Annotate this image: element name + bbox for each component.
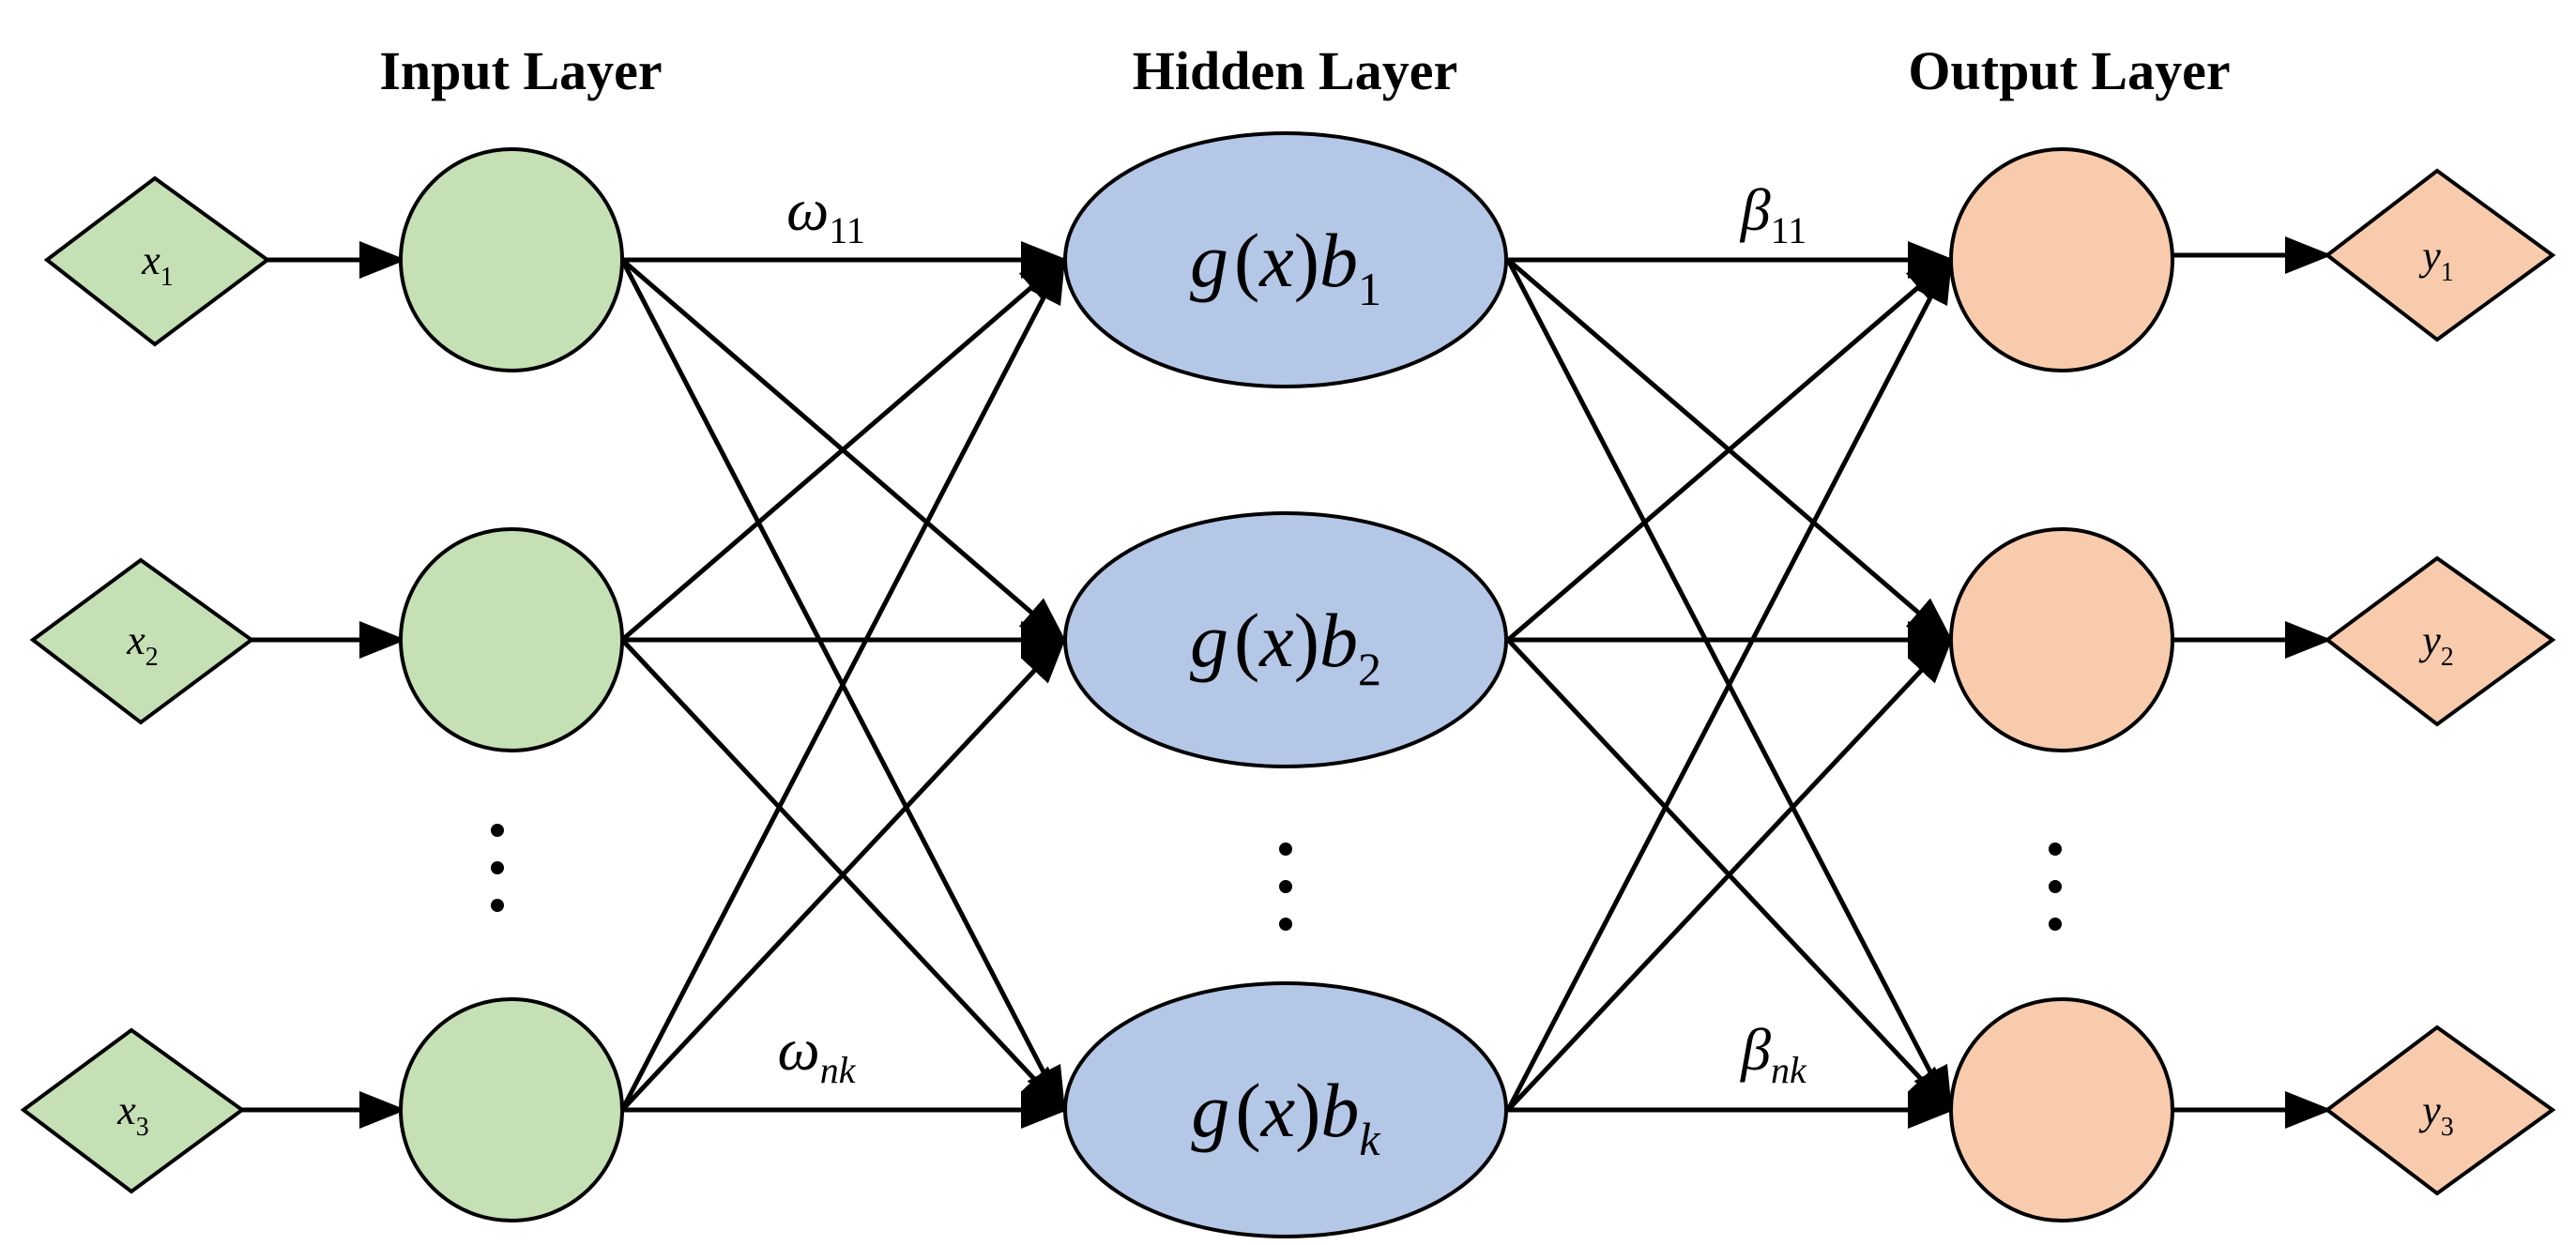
input-neuron-1	[399, 147, 624, 372]
edge-h3-o1	[1505, 255, 1953, 1112]
input-neuron-3	[399, 997, 624, 1222]
input-label-sub: 2	[145, 643, 159, 672]
input-ellipsis-dots	[491, 824, 504, 912]
input-label-base: x	[116, 1087, 136, 1133]
output-label-base: y	[2418, 233, 2441, 279]
input-neuron-2	[399, 527, 624, 752]
weight-symbol: β	[1739, 1016, 1771, 1083]
hidden-func: g	[1190, 218, 1228, 303]
hidden-bias-sub: 1	[1358, 263, 1381, 315]
input-diamond-2: x2	[29, 557, 255, 725]
output-diamond-shape	[2324, 555, 2556, 727]
input-label-base: x	[126, 617, 145, 663]
output-label-sub: 3	[2441, 1113, 2454, 1142]
connection-edges	[242, 236, 2332, 1129]
input-label-sub: 3	[136, 1113, 149, 1142]
output-neuron-2	[1949, 527, 2174, 752]
edge-i2-h1	[620, 256, 1067, 642]
output-neuron-1	[1949, 147, 2174, 372]
svg-text:g(x)b2: g(x)b2	[1190, 598, 1381, 695]
hidden-close-paren: )	[1294, 218, 1319, 303]
edge-i3-h1	[619, 255, 1066, 1112]
svg-text:g(x)bk: g(x)bk	[1191, 1068, 1380, 1165]
weight-label-omega-11: ω11	[786, 176, 865, 251]
output-diamond-3: y3	[2324, 1025, 2556, 1196]
hidden-func: g	[1191, 1068, 1229, 1153]
svg-text:y3: y3	[2418, 1087, 2454, 1142]
hidden-bias: b	[1320, 1068, 1359, 1153]
svg-text:y1: y1	[2418, 233, 2454, 287]
hidden-ellipsis-dots	[1279, 843, 1292, 931]
weight-subscript: 11	[829, 209, 865, 251]
weight-symbol: ω	[786, 176, 829, 243]
hidden-neuron-3: g(x)bk	[1063, 981, 1508, 1238]
weight-label-beta-nk: βnk	[1739, 1016, 1807, 1091]
hidden-arg: x	[1260, 1068, 1295, 1153]
output-layer-title: Output Layer	[1908, 40, 2230, 101]
output-label-sub: 1	[2441, 258, 2454, 287]
output-ellipsis-dots	[2049, 843, 2062, 931]
dot	[1279, 918, 1292, 931]
output-neuron-3	[1949, 997, 2174, 1222]
weight-subscript: nk	[820, 1049, 857, 1091]
dot	[491, 861, 504, 874]
output-diamond-1: y1	[2324, 168, 2556, 342]
weight-label-omega-nk: ωnk	[778, 1016, 857, 1091]
weight-subscript: 11	[1771, 209, 1807, 251]
input-diamond-shape	[29, 557, 255, 725]
weight-symbol: ω	[778, 1016, 820, 1083]
svg-text:g(x)b1: g(x)b1	[1190, 218, 1381, 315]
weight-label-beta-11: β11	[1739, 176, 1806, 251]
input-diamond-3: x3	[20, 1027, 246, 1194]
output-label-base: y	[2418, 1087, 2441, 1133]
dot	[491, 899, 504, 912]
hidden-arg: x	[1258, 598, 1293, 683]
svg-text:x2: x2	[126, 617, 159, 672]
dot	[2049, 843, 2062, 856]
hidden-layer-title: Hidden Layer	[1133, 40, 1457, 101]
hidden-open-paren: (	[1234, 598, 1259, 683]
hidden-bias-sub: k	[1359, 1113, 1380, 1165]
edge-i3-h2	[620, 636, 1067, 1112]
output-diamond-shape	[2324, 1025, 2556, 1196]
dot	[491, 824, 504, 837]
hidden-neuron-shape	[1063, 981, 1508, 1238]
output-label-sub: 2	[2441, 643, 2454, 672]
hidden-bias: b	[1319, 218, 1358, 303]
dot	[1279, 880, 1292, 893]
output-diamond-2: y2	[2324, 555, 2556, 727]
input-label-sub: 1	[160, 263, 174, 292]
hidden-func: g	[1190, 598, 1228, 683]
input-layer-title: Input Layer	[379, 40, 662, 101]
input-label-base: x	[141, 237, 160, 283]
weight-subscript: nk	[1771, 1049, 1807, 1091]
svg-text:x3: x3	[116, 1087, 149, 1142]
hidden-bias: b	[1319, 598, 1358, 683]
hidden-neuron-1: g(x)b1	[1063, 131, 1508, 388]
hidden-close-paren: )	[1295, 1068, 1320, 1153]
weight-symbol: β	[1739, 176, 1771, 243]
input-diamond-shape	[43, 175, 271, 347]
dot	[2049, 918, 2062, 931]
edge-h2-o1	[1506, 256, 1954, 642]
hidden-open-paren: (	[1234, 218, 1259, 303]
input-diamond-shape	[20, 1027, 246, 1194]
hidden-bias-sub: 2	[1358, 643, 1381, 695]
dot	[1279, 843, 1292, 856]
hidden-arg: x	[1258, 218, 1293, 303]
hidden-neuron-2: g(x)b2	[1063, 511, 1508, 768]
hidden-neuron-shape	[1063, 131, 1508, 388]
output-diamond-shape	[2324, 168, 2556, 342]
hidden-neuron-shape	[1063, 511, 1508, 768]
svg-text:y2: y2	[2418, 617, 2454, 672]
output-label-base: y	[2418, 617, 2441, 663]
hidden-open-paren: (	[1235, 1068, 1260, 1153]
hidden-close-paren: )	[1294, 598, 1319, 683]
dot	[2049, 880, 2062, 893]
input-diamond-1: x1	[43, 175, 271, 347]
svg-text:x1: x1	[141, 237, 174, 292]
edge-h3-o2	[1506, 636, 1954, 1112]
